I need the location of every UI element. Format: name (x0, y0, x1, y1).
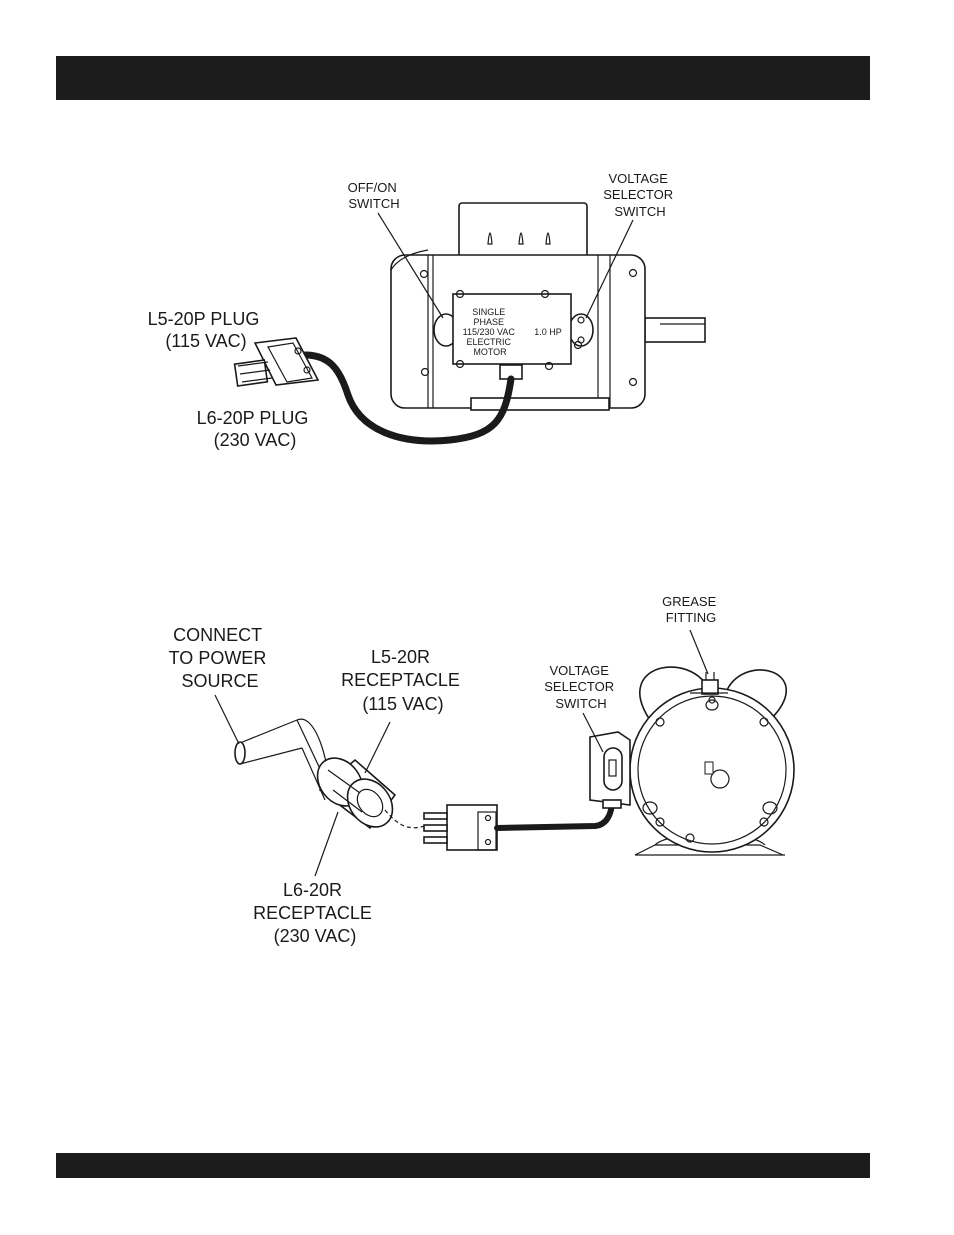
l5-20p-plug-label: L5-20P PLUG (115 VAC) (148, 309, 265, 351)
figure1-motor: SINGLE PHASE 115/230 VAC ELECTRIC MOTOR … (235, 203, 705, 441)
plug (424, 805, 497, 850)
off-on-switch-label: OFF/ON SWITCH (348, 180, 401, 211)
voltage-switch-body (569, 314, 593, 346)
receptacle (308, 749, 402, 836)
voltage-selector-label-1: VOLTAGE SELECTOR SWITCH (603, 171, 676, 219)
l6-20p-plug-label: L6-20P PLUG (230 VAC) (197, 408, 314, 450)
voltage-selector-label-2: VOLTAGE SELECTOR SWITCH (544, 663, 617, 711)
figure2-connection (215, 630, 794, 876)
horsepower-text: 1.0 HP (534, 327, 562, 337)
grease-fitting-label: GREASE FITTING (662, 594, 720, 625)
cable-end (235, 742, 245, 764)
connect-power-label: CONNECT TO POWER SOURCE (169, 625, 272, 691)
l6-20r-receptacle-label: L6-20R RECEPTACLE (230 VAC) (253, 880, 377, 946)
motor-shaft (645, 318, 705, 342)
l5-20r-receptacle-label: L5-20R RECEPTACLE (115 VAC) (341, 647, 465, 714)
grease-fitting (702, 680, 718, 694)
motor-cord (497, 800, 612, 828)
plug-l5-l6 (235, 338, 318, 386)
motor-end-view (590, 667, 794, 855)
